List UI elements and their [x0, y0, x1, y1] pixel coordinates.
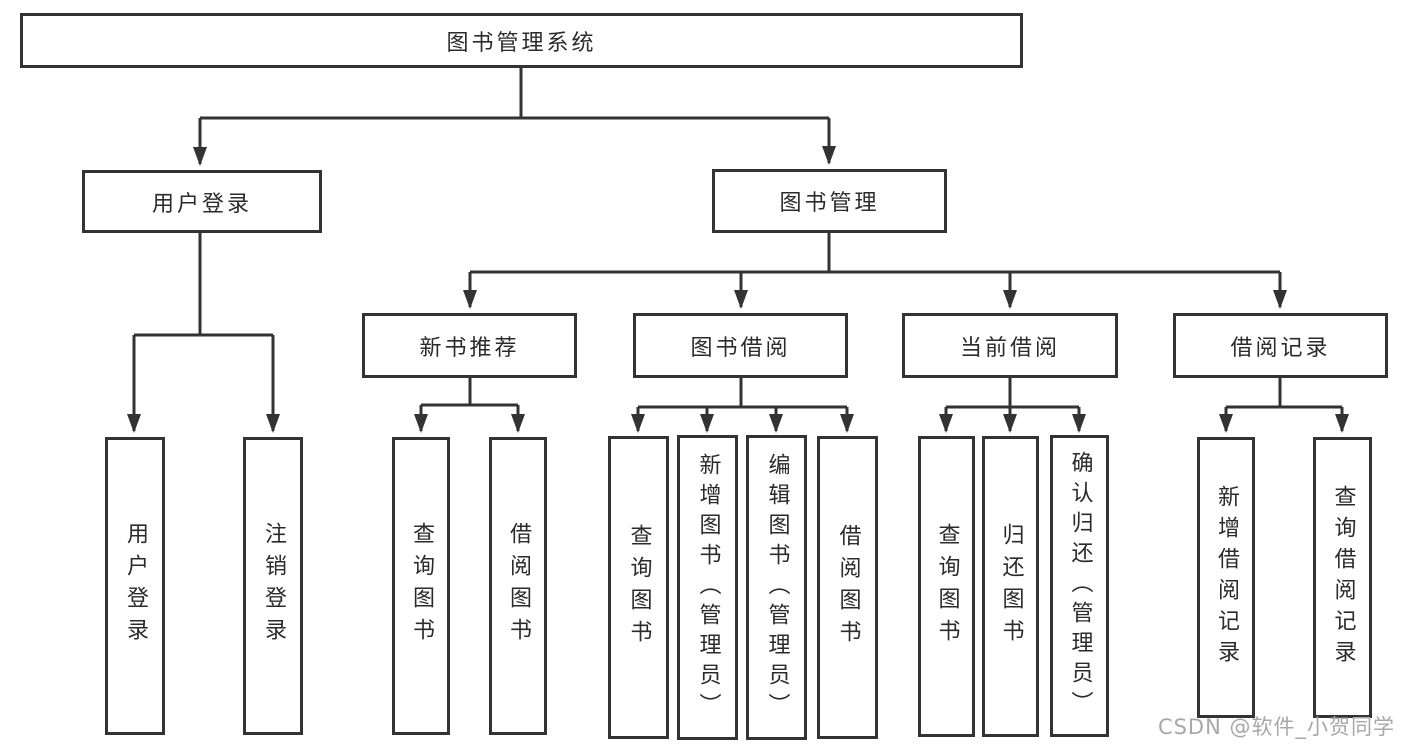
leaf-user-login: 用户登录: [105, 437, 165, 735]
leaf-add-book-admin-label: 新增图书（管理员）: [695, 452, 721, 723]
leaf-query-book-1: 查询图书: [392, 437, 450, 735]
leaf-logout-label: 注销登录: [261, 522, 286, 650]
leaf-borrow-book-2: 借阅图书: [817, 436, 878, 739]
leaf-query-borrow-record-label: 查询借阅记录: [1330, 484, 1356, 671]
node-borrow-records-label: 借阅记录: [1230, 335, 1331, 361]
node-root-label: 图书管理系统: [446, 30, 597, 56]
node-borrow-records: 借阅记录: [1173, 313, 1388, 378]
leaf-user-login-label: 用户登录: [123, 522, 148, 650]
leaf-borrow-book-1-label: 借阅图书: [506, 522, 531, 650]
leaf-query-borrow-record: 查询借阅记录: [1313, 437, 1372, 718]
node-new-book-recommend-label: 新书推荐: [419, 335, 520, 361]
leaf-return-book-label: 归还图书: [998, 522, 1024, 651]
node-book-management: 图书管理: [712, 169, 947, 233]
leaf-borrow-book-2-label: 借阅图书: [835, 523, 861, 652]
node-book-management-label: 图书管理: [779, 191, 880, 216]
node-user-login: 用户登录: [82, 170, 322, 233]
node-new-book-recommend: 新书推荐: [362, 313, 577, 378]
leaf-query-book-1-label: 查询图书: [409, 522, 434, 650]
leaf-query-book-2-label: 查询图书: [626, 523, 652, 652]
node-book-borrow-label: 图书借阅: [690, 335, 791, 361]
leaf-add-book-admin: 新增图书（管理员）: [677, 435, 738, 740]
node-book-borrow: 图书借阅: [633, 313, 848, 378]
leaf-logout: 注销登录: [243, 437, 303, 735]
leaf-borrow-book-1: 借阅图书: [489, 437, 547, 735]
node-current-borrow: 当前借阅: [902, 313, 1118, 378]
node-user-login-label: 用户登录: [151, 191, 252, 217]
leaf-confirm-return-admin-label: 确认归还（管理员）: [1067, 451, 1093, 721]
node-root: 图书管理系统: [20, 13, 1023, 68]
leaf-query-book-3-label: 查询图书: [934, 522, 960, 651]
leaf-edit-book-admin-label: 编辑图书（管理员）: [764, 452, 790, 723]
node-current-borrow-label: 当前借阅: [959, 335, 1060, 361]
leaf-query-book-3: 查询图书: [918, 436, 975, 737]
leaf-add-borrow-record-label: 新增借阅记录: [1214, 484, 1239, 671]
csdn-watermark: CSDN @软件_小贺同学: [1157, 715, 1395, 739]
leaf-query-book-2: 查询图书: [608, 436, 669, 739]
leaf-add-borrow-record: 新增借阅记录: [1197, 437, 1255, 718]
leaf-confirm-return-admin: 确认归还（管理员）: [1050, 435, 1109, 737]
leaf-return-book: 归还图书: [982, 436, 1039, 737]
leaf-edit-book-admin: 编辑图书（管理员）: [746, 435, 807, 740]
